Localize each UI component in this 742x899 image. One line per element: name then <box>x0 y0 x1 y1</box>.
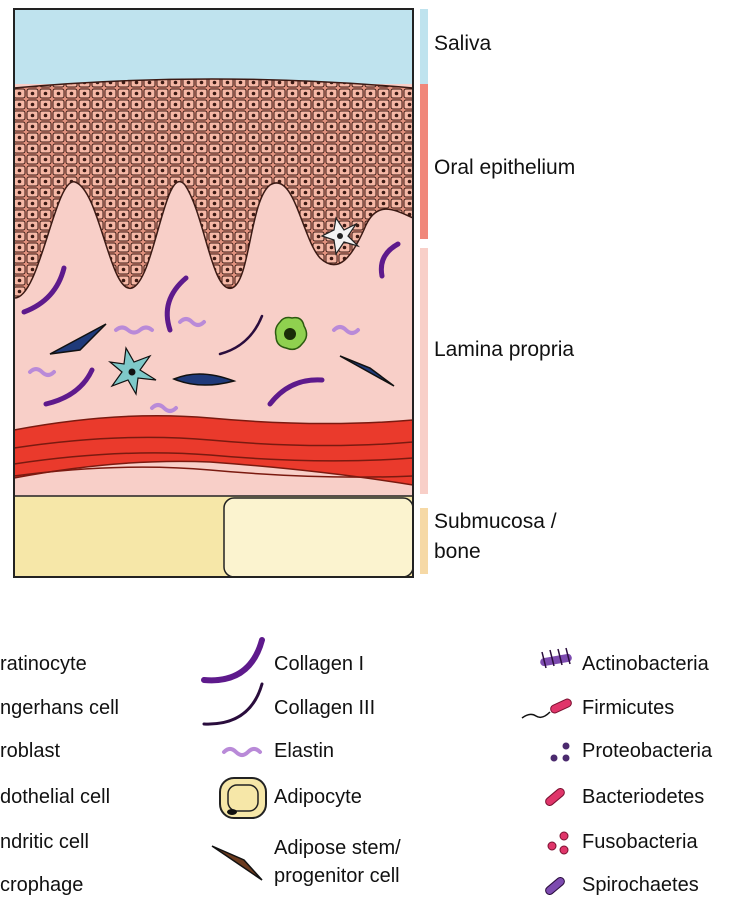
proteobacteria-icon <box>551 743 570 762</box>
spirochaetes-icon <box>544 876 566 896</box>
epithelium-bar <box>420 84 428 239</box>
legend-adipose-stem-line1: Adipose stem/ <box>274 837 401 859</box>
legend-actinobacteria: Actinobacteria <box>582 653 710 675</box>
bacteriodetes-icon <box>544 787 566 807</box>
submucosa-label-line1: Submucosa / <box>434 510 557 533</box>
legend-langerhans: ngerhans cell <box>0 697 119 719</box>
legend-collagen1: Collagen I <box>274 653 364 675</box>
fusobacteria-icon <box>548 832 568 854</box>
legend-fibroblast: roblast <box>0 740 60 762</box>
epithelium-label: Oral epithelium <box>434 156 575 179</box>
legend-adipose-stem-line2: progenitor cell <box>274 865 400 887</box>
saliva-bar <box>420 9 428 84</box>
legend-bacteria: Actinobacteria Firmicutes Proteobacteria… <box>522 648 713 896</box>
actinobacteria-icon <box>540 648 573 668</box>
firmicutes-icon <box>522 698 573 718</box>
adipocyte-icon <box>220 778 266 818</box>
legend-matrix: Collagen I Collagen III Elastin Adipocyt… <box>204 640 401 887</box>
lamina-label: Lamina propria <box>434 338 574 361</box>
legend-keratinocyte: ratinocyte <box>0 653 87 675</box>
adipose-stem-icon <box>212 846 262 880</box>
bone <box>224 498 413 577</box>
legend-macrophage: crophage <box>0 874 83 896</box>
legend-proteobacteria: Proteobacteria <box>582 740 713 762</box>
elastin-icon <box>224 749 260 755</box>
legend-dendritic: ndritic cell <box>0 831 89 853</box>
collagen1-icon <box>204 640 262 680</box>
saliva-layer <box>14 9 413 84</box>
submucosa-bar <box>420 508 428 574</box>
collagen3-icon <box>204 684 262 724</box>
legend-spirochaetes: Spirochaetes <box>582 874 699 896</box>
legend-adipocyte: Adipocyte <box>274 786 362 808</box>
lamina-bar <box>420 248 428 494</box>
legend-elastin: Elastin <box>274 740 334 762</box>
tissue-block <box>14 9 413 577</box>
legend-bacteriodetes: Bacteriodetes <box>582 786 704 808</box>
legend-fusobacteria: Fusobacteria <box>582 831 698 853</box>
legend-endothelial: dothelial cell <box>0 786 110 808</box>
legend-collagen3: Collagen III <box>274 697 375 719</box>
legend-firmicutes: Firmicutes <box>582 697 674 719</box>
submucosa-label-line2: bone <box>434 540 481 563</box>
legend-cells: ratinocyte ngerhans cell roblast dotheli… <box>0 653 119 896</box>
saliva-label: Saliva <box>434 32 492 55</box>
